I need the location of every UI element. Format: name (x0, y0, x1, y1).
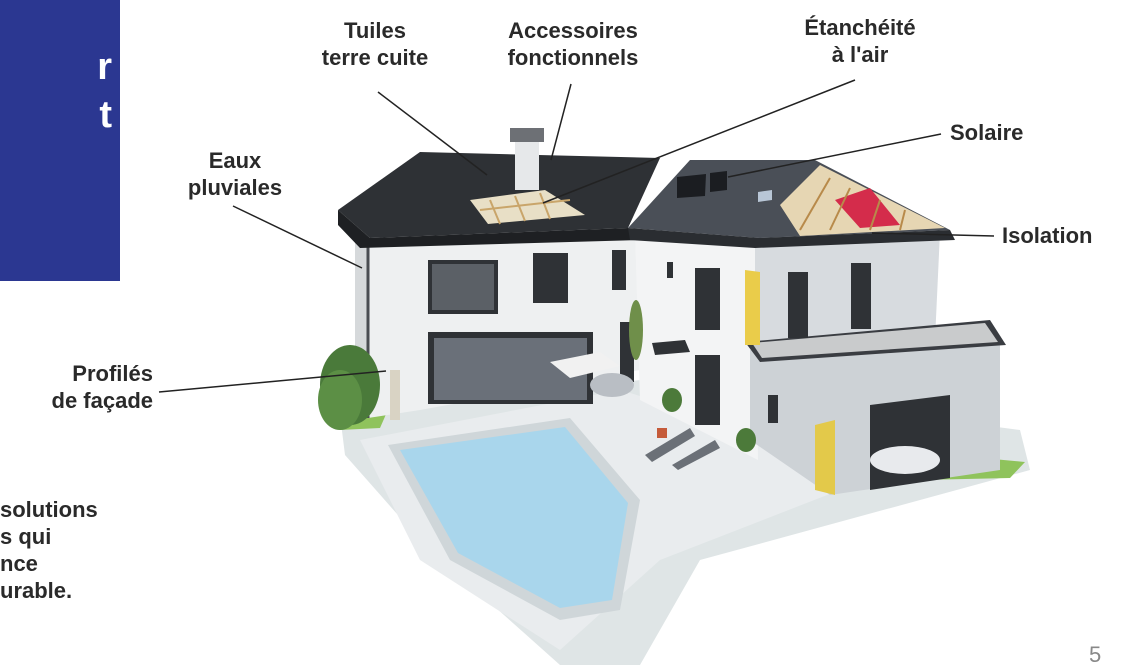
plant-1 (662, 388, 682, 412)
lounge-seat (590, 373, 634, 397)
leader-etancheite (542, 79, 856, 204)
label-tuiles-line-1: Tuiles (344, 18, 406, 43)
garage-roof-top (752, 323, 998, 358)
left-roof-front (338, 210, 640, 248)
label-isolation: Isolation (1002, 223, 1093, 248)
leader-isolation (871, 232, 995, 237)
blue-title-panel: r t (0, 0, 120, 281)
body-text-line-1: solutions (0, 497, 98, 522)
body-text-line-2: s qui (0, 524, 52, 549)
label-tuiles: Tuiles terre cuite (300, 17, 450, 71)
leader-tuiles (377, 91, 488, 176)
plant-3 (629, 300, 643, 360)
solar-panel-1 (677, 174, 706, 198)
insulation-yellow (745, 270, 760, 345)
parasol (550, 352, 620, 378)
leader-eaux (232, 205, 363, 269)
insulation-red (835, 188, 900, 228)
garage-door (870, 395, 950, 490)
car (870, 446, 940, 474)
label-etancheite-line-1: Étanchéité (804, 15, 916, 40)
label-profiles-line-2: de façade (51, 388, 154, 413)
tree-trunk (390, 370, 400, 420)
label-profiles-line-1: Profilés (72, 361, 153, 386)
leader-lines (158, 79, 995, 393)
window-right-2 (851, 263, 871, 329)
window-right-1 (788, 272, 808, 338)
garage-side-door (815, 420, 835, 495)
stool (657, 428, 667, 438)
panel-text-line-1: r (97, 46, 112, 88)
window-center-small (667, 262, 673, 278)
deck-chair-2 (672, 440, 720, 470)
plant-2 (736, 428, 756, 452)
window-center-3 (768, 395, 778, 423)
body-text-line-4: urable. (0, 578, 73, 603)
label-eaux-line-2: pluviales (187, 175, 283, 200)
label-eaux-line-1: Eaux (208, 148, 262, 173)
window-center-1 (695, 268, 720, 330)
window-center-2 (695, 355, 720, 425)
leader-profiles (158, 370, 387, 393)
body-text-line-3: nce (0, 551, 38, 576)
label-accessoires-line-1: Accessoires (508, 18, 638, 43)
label-accessoires-line-2: fonctionnels (507, 45, 639, 70)
page-number: 5 (1089, 642, 1102, 667)
label-etancheite-line-2: à l'air (831, 42, 889, 67)
label-profiles: Profilés de façade (20, 360, 154, 414)
right-roof-front (628, 228, 955, 248)
roof-window (758, 190, 772, 202)
label-eaux-pluviales: Eaux pluviales (155, 147, 315, 201)
panel-text-line-2: t (99, 94, 112, 136)
window-upper-2 (533, 253, 568, 303)
door-canopy (652, 340, 690, 355)
left-roof (338, 152, 660, 238)
deck-chair-1 (645, 428, 695, 462)
solar-panel-2 (710, 171, 727, 192)
label-solaire: Solaire (950, 120, 1024, 145)
leader-accessoires (550, 83, 572, 161)
pool-water (400, 427, 628, 608)
label-etancheite: Étanchéité à l'air (772, 14, 948, 68)
window-upper-3 (612, 250, 626, 290)
label-tuiles-line-2: terre cuite (321, 45, 429, 70)
rafter-lines (479, 192, 571, 225)
leader-solaire (727, 133, 942, 178)
label-accessoires: Accessoires fonctionnels (478, 17, 668, 71)
chimney (515, 140, 539, 190)
